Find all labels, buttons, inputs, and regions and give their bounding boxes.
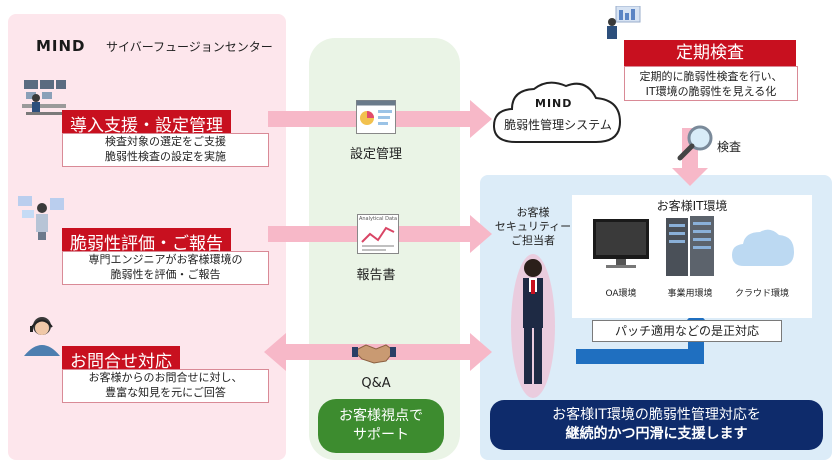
it-env-label-cloud: クラウド環境 <box>734 289 789 299</box>
analyst-dashboard-icon <box>607 6 641 39</box>
handshake-icon <box>352 344 396 364</box>
arrow-corrective-action <box>576 310 714 364</box>
service-desc-line: 脆弱性を評価・ご報告 <box>110 268 221 281</box>
customer-perspective-pill: お客様視点で サポート <box>318 399 444 453</box>
service-title-setup: 導入支援・設定管理 <box>62 110 231 137</box>
periodic-desc-line: 定期的に脆弱性検査を行い、 <box>639 70 783 83</box>
service-title-assessment: 脆弱性評価・ご報告 <box>62 228 231 255</box>
report-caption: Analytical Data <box>358 216 398 222</box>
continuous-support-pill: お客様IT環境の脆弱性管理対応を 継続的かつ円滑に支援します <box>490 400 823 450</box>
customer-label-line: お客様 <box>516 206 550 219</box>
periodic-inspection-desc: 定期的に脆弱性検査を行い、 IT環境の脆弱性を見える化 <box>624 66 798 101</box>
service-desc-setup: 検査対象の選定をご支援 脆弱性検査の設定を実施 <box>62 133 269 167</box>
it-env-label-oa: OA環境 <box>605 289 637 299</box>
server-rack-icon <box>666 216 714 276</box>
customer-label-line: セキュリティー <box>494 220 572 233</box>
settings-dashboard-icon <box>356 100 396 134</box>
customer-security-label: お客様 セキュリティー ご担当者 <box>490 206 576 248</box>
arrow-inspection-down <box>672 128 708 186</box>
label-qa: Q&A <box>361 376 391 391</box>
service-desc-inquiry: お客様からのお問合せに対し、 豊富な知見を元にご回答 <box>62 369 269 403</box>
brand-name: サイバーフュージョンセンター <box>106 40 273 54</box>
monitor-icon <box>593 219 649 268</box>
service-desc-line: お客様からのお問合せに対し、 <box>88 371 243 384</box>
periodic-desc-line: IT環境の脆弱性を見える化 <box>645 85 777 98</box>
pill-line: サポート <box>353 427 409 443</box>
periodic-inspection-title: 定期検査 <box>624 40 796 66</box>
service-desc-line: 豊富な知見を元にご回答 <box>105 386 226 399</box>
it-env-label-business: 事業用環境 <box>667 289 713 299</box>
engineer-analysis-icon <box>18 196 64 240</box>
navy-pill-line: お客様IT環境の脆弱性管理対応を <box>552 407 761 423</box>
it-environment-title: お客様IT環境 <box>656 199 728 213</box>
customer-label-line: ご担当者 <box>511 234 555 247</box>
security-officer-icon <box>511 254 555 398</box>
inspection-label: 検査 <box>717 140 742 154</box>
service-desc-line: 検査対象の選定をご支援 <box>105 135 226 148</box>
operations-room-icon <box>22 80 66 115</box>
service-desc-line: 専門エンジニアがお客様環境の <box>88 253 243 266</box>
label-setting-management: 設定管理 <box>349 147 402 162</box>
navy-pill-line: 継続的かつ円滑に支援します <box>565 426 748 442</box>
pill-line: お客様視点で <box>339 408 423 424</box>
service-title-inquiry: お問合せ対応 <box>62 346 180 373</box>
report-document-icon <box>357 214 399 254</box>
mind-logo: MIND <box>36 37 86 55</box>
cloud-environment-icon <box>732 229 794 266</box>
cloud-shape <box>492 81 622 143</box>
service-desc-line: 脆弱性検査の設定を実施 <box>105 150 226 163</box>
label-report: 報告書 <box>356 268 396 283</box>
service-desc-assessment: 専門エンジニアがお客様環境の 脆弱性を評価・ご報告 <box>62 251 269 285</box>
patch-remediation-label: パッチ適用などの是正対応 <box>592 320 782 342</box>
cloud-mind-logo: MIND <box>535 97 573 110</box>
cloud-system-label: 脆弱性管理システム <box>504 118 612 132</box>
magnifier-icon <box>677 125 713 161</box>
support-operator-icon <box>24 317 60 356</box>
